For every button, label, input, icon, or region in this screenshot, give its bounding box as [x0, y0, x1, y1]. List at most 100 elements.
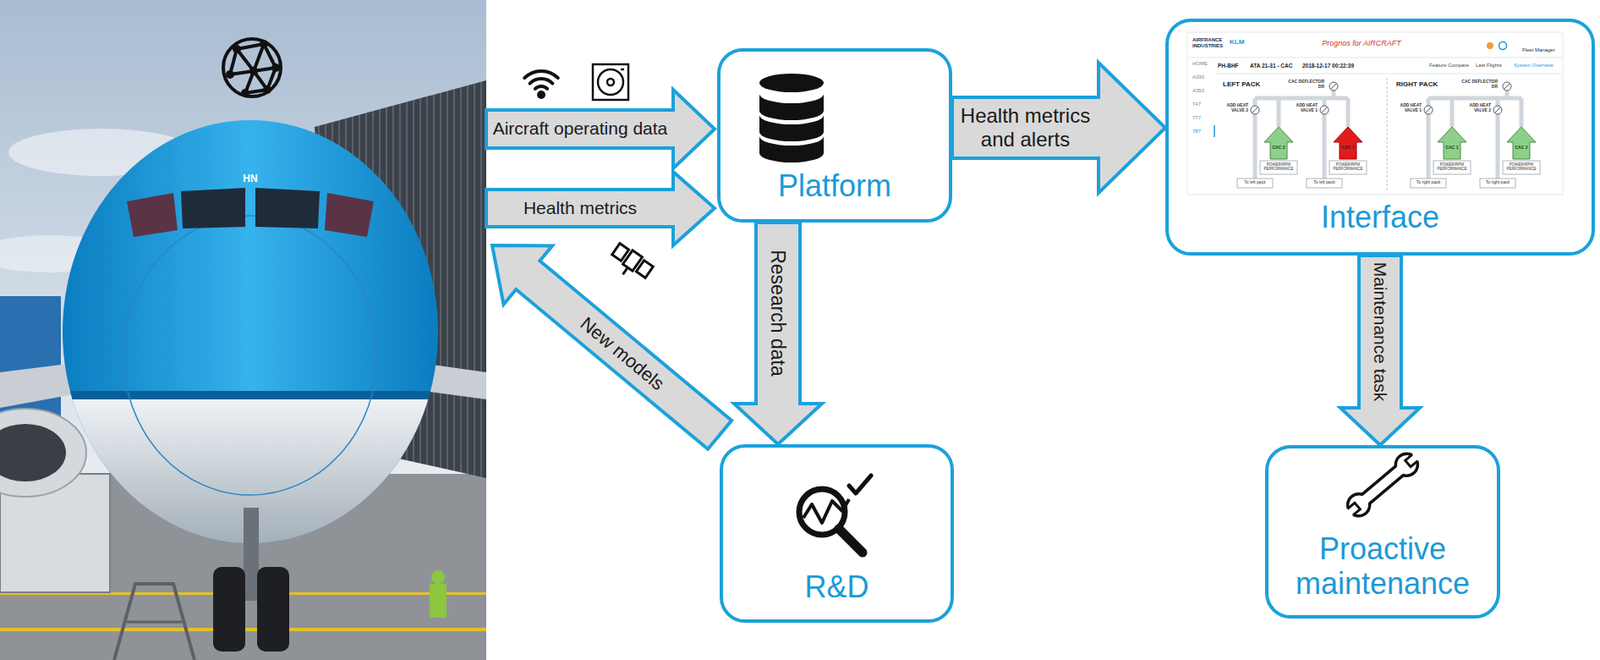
aircraft-photo: [257, 566, 290, 652]
analysis-icon: [838, 528, 863, 553]
dashboard-screenshot: [1333, 126, 1363, 159]
database-icon: [759, 136, 824, 163]
screen-text: HOME: [1192, 60, 1208, 67]
screen-text: To right pack: [1416, 180, 1441, 186]
network-icon: [223, 38, 281, 97]
aircraft-photo: [0, 0, 487, 660]
satellite-icon: [612, 243, 630, 262]
aircraft-photo: [324, 192, 374, 237]
screen-text: A330: [1192, 74, 1205, 81]
node-title: Proactive maintenance: [1268, 531, 1497, 601]
platform-box: Platform: [717, 48, 953, 223]
screen-text: CAC DEFLECTOR DR: [1460, 79, 1498, 90]
screen-text: CAC DEFLECTOR DR: [1287, 79, 1325, 90]
wrench-icon: [1362, 465, 1397, 494]
screen-text: LEFT PACK: [1222, 80, 1261, 88]
dashboard-screenshot: [1386, 77, 1388, 192]
screen-text: PH-BHF: [1217, 62, 1239, 69]
dashboard-screenshot: [1216, 73, 1562, 75]
wrench-icon: [1369, 475, 1404, 504]
screen-text: 2018-12-17 00:22:39: [1302, 62, 1354, 69]
data-flow-arrow: [467, 215, 745, 464]
database-icon: [759, 73, 824, 163]
data-flow-arrow: [467, 89, 745, 464]
dashboard-screenshot: [1410, 178, 1447, 188]
dashboard-screenshot: [1251, 82, 1511, 114]
dashboard-screenshot: [1264, 126, 1536, 159]
flow-arrow: [734, 222, 822, 444]
satellite-icon: [635, 260, 653, 279]
screen-text: CAC 1: [1445, 145, 1458, 151]
dashboard-screenshot: [1187, 32, 1563, 195]
screen-text: CAC 2: [1271, 145, 1285, 151]
interface-box: Interface: [1165, 18, 1595, 256]
screen-text: ADD HEAT VALVE 1: [1396, 103, 1422, 114]
wrench-icon: [1347, 502, 1360, 516]
screen-text: 747: [1192, 101, 1201, 108]
aircraft-photo: [180, 187, 246, 229]
dashboard-screenshot: [1306, 178, 1343, 188]
database-icon: [759, 73, 824, 93]
screen-text: ADD HEAT VALVE 2: [1222, 103, 1249, 114]
disc-icon: [592, 64, 629, 100]
screen-text: POWER/RPM PERFORMANCE: [1503, 162, 1540, 171]
network-icon: [249, 66, 258, 76]
disc-icon: [597, 69, 624, 95]
wrench-icon: [1340, 446, 1426, 524]
screen-text: KLM: [1229, 38, 1244, 46]
disc-icon: [592, 64, 629, 100]
network-icon: [271, 63, 280, 72]
arrow-label: Health metrics and alerts: [958, 104, 1094, 151]
flow-arrow: [952, 62, 1166, 193]
screen-text: CAC 2: [1514, 145, 1528, 151]
network-icon: [230, 43, 276, 94]
analysis-icon: [849, 475, 872, 494]
aircraft-photo: [0, 423, 66, 482]
screen-text: RIGHT PACK: [1396, 80, 1438, 88]
dashboard-screenshot: [1237, 178, 1273, 188]
screen-text: ADD HEAT VALVE 1: [1292, 103, 1318, 114]
aircraft-photo: [126, 620, 182, 624]
wifi-icon: [535, 86, 548, 89]
screen-text: 787: [1192, 128, 1201, 135]
arrow-label: Health metrics: [523, 197, 637, 219]
arrow-label: New models: [575, 312, 669, 395]
aircraft-photo: [431, 569, 445, 584]
research-box: R&D: [719, 443, 954, 623]
network-icon: [241, 88, 250, 98]
node-title: Interface: [1320, 200, 1440, 235]
network-icon: [225, 70, 235, 79]
wrench-icon: [1405, 454, 1419, 467]
dashboard-screenshot: [1260, 160, 1298, 175]
aircraft-photo: [0, 0, 487, 660]
dashboard-screenshot: [1433, 160, 1471, 175]
node-title: R&D: [804, 569, 869, 604]
satellite-icon: [623, 267, 629, 274]
dashboard-screenshot: [1264, 126, 1294, 159]
node-title: Platform: [778, 169, 892, 203]
aircraft-photo: [126, 192, 178, 237]
data-flow-arrow: [486, 89, 715, 169]
wifi-icon: [524, 71, 559, 98]
screen-text: AIRFRANCE INDUSTRIES: [1192, 37, 1227, 50]
aircraft-photo: [429, 583, 447, 618]
network-icon: [232, 44, 242, 54]
dashboard-screenshot: [1254, 90, 1522, 179]
dashboard-screenshot: [1187, 57, 1563, 59]
dashboard-screenshot: [1213, 125, 1216, 137]
aircraft-photo: [123, 215, 378, 495]
screen-text: Last Flights: [1475, 62, 1502, 69]
network-icon: [263, 85, 272, 94]
screen-text: POWER/RPM PERFORMANCE: [1434, 162, 1470, 171]
arrow-label: Maintenance task: [1369, 262, 1391, 402]
database-icon: [759, 93, 824, 121]
screen-text: Feature Compare: [1429, 62, 1469, 69]
satellite-icon: [606, 241, 655, 286]
dashboard-screenshot: [1486, 42, 1494, 50]
screen-text: System Overview: [1513, 62, 1554, 69]
screen-text: To right pack: [1485, 180, 1510, 186]
aircraft-photo: [0, 295, 61, 428]
screen-text: POWER/RPM PERFORMANCE: [1330, 162, 1366, 171]
dashboard-screenshot: [1499, 42, 1507, 50]
